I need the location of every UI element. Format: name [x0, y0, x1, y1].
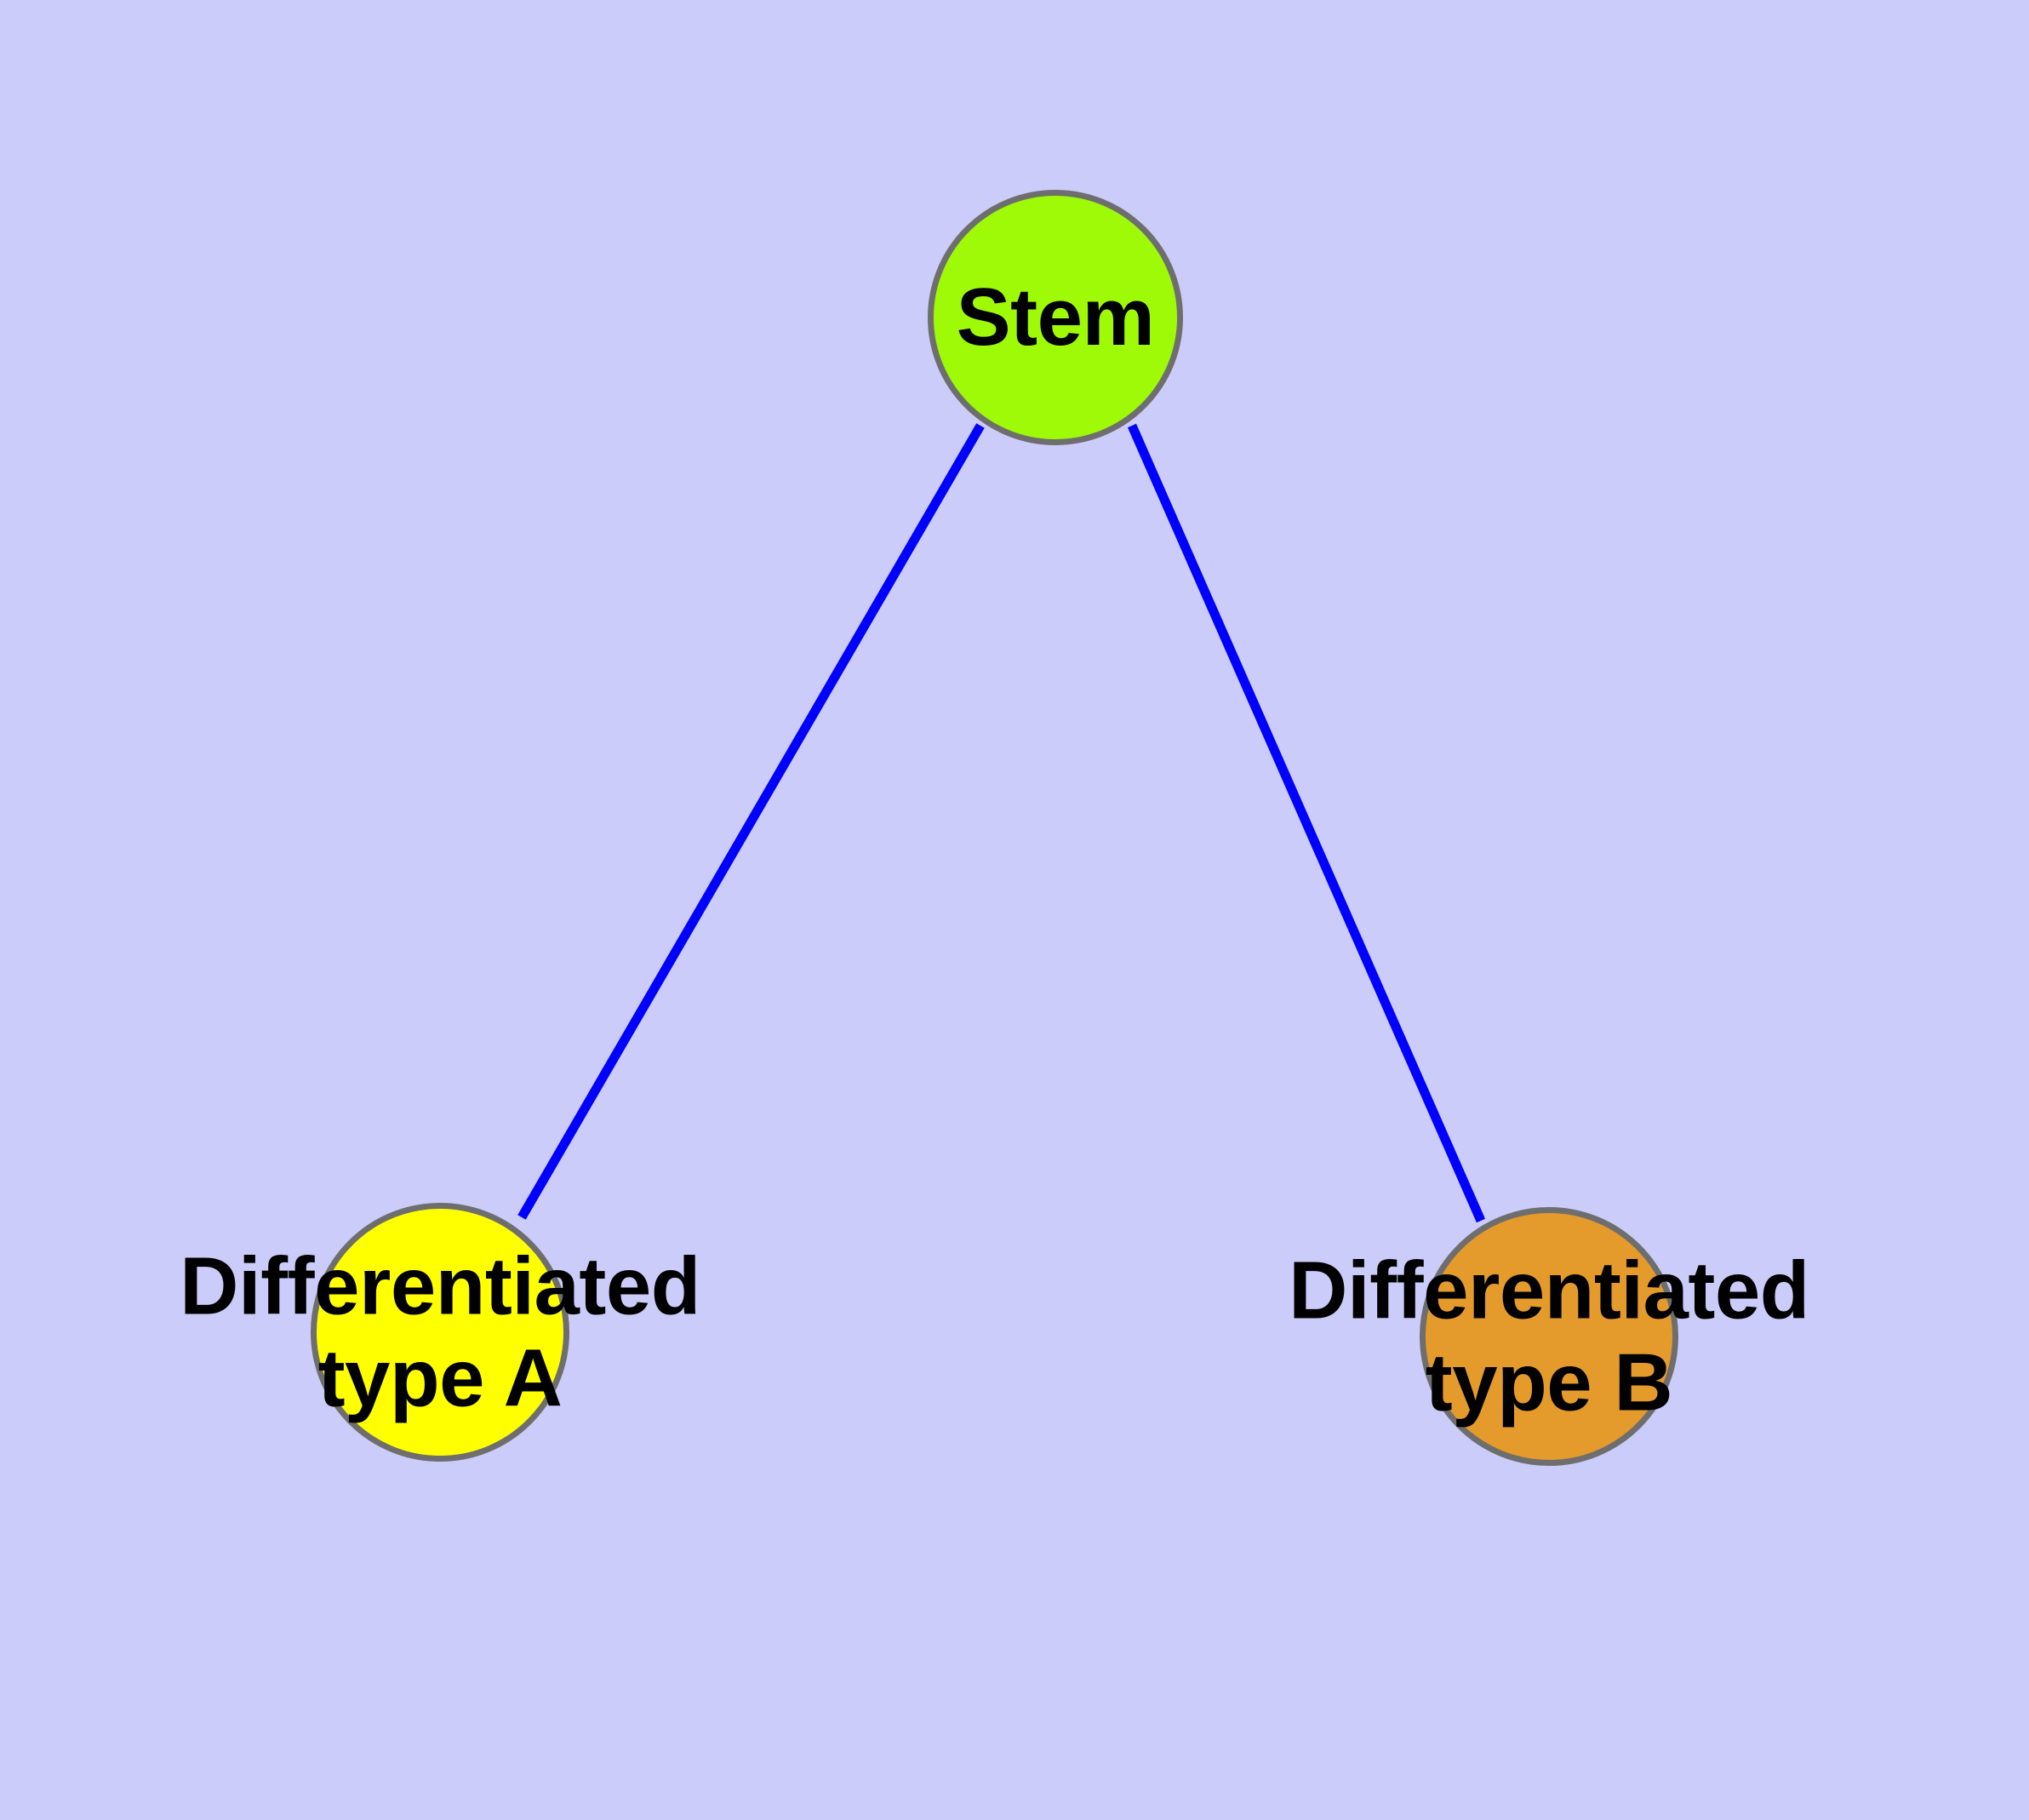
node-differentiated-type-a-circle[interactable]: [311, 1203, 569, 1462]
node-differentiated-type-a[interactable]: Differentiated type A: [180, 1203, 700, 1462]
node-differentiated-type-b-circle[interactable]: [1420, 1207, 1678, 1466]
node-stem-circle[interactable]: [928, 190, 1183, 445]
edge-stem-to-differentiated-type-a: [517, 423, 985, 1220]
node-differentiated-type-b[interactable]: Differentiated type B: [1289, 1207, 1809, 1466]
node-stem[interactable]: Stem: [928, 190, 1183, 445]
edge-stem-to-differentiated-type-b: [1127, 423, 1486, 1223]
